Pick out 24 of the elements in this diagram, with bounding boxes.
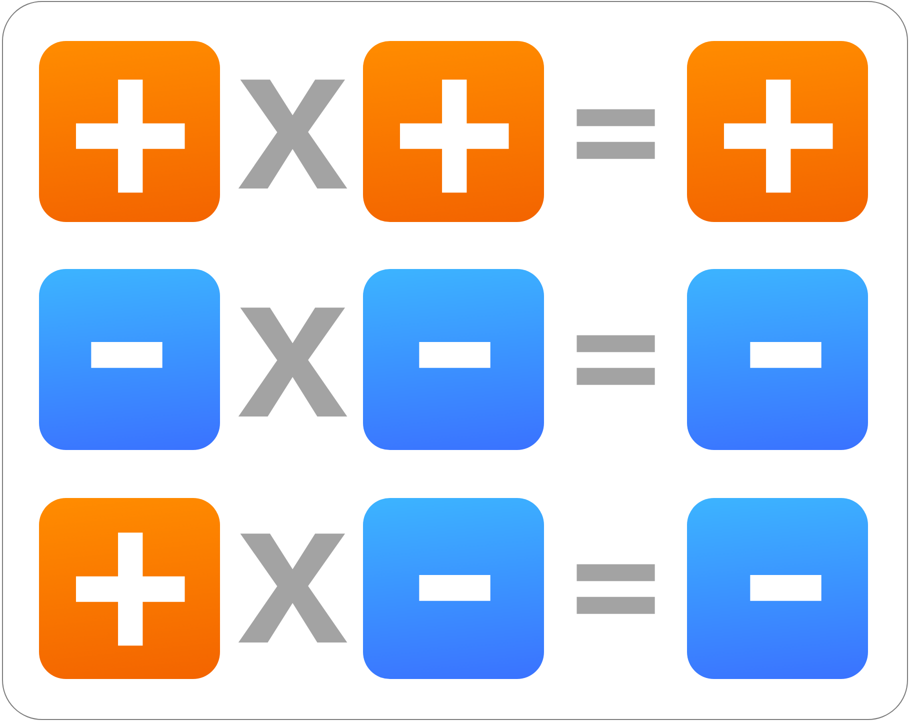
times-sign: x bbox=[238, 79, 348, 188]
sign-tile bbox=[363, 41, 544, 222]
sign-symbol: + bbox=[722, 78, 832, 192]
sign-symbol: + bbox=[398, 78, 508, 192]
sign-tile bbox=[363, 498, 544, 679]
equals-sign: = bbox=[576, 563, 656, 614]
equals-sign: = bbox=[576, 334, 656, 386]
sign-symbol: − bbox=[749, 341, 821, 368]
sign-tile bbox=[363, 269, 544, 450]
sign-symbol: − bbox=[418, 574, 490, 601]
sign-tile bbox=[687, 41, 868, 222]
equals-sign: = bbox=[576, 108, 656, 160]
times-sign: x bbox=[238, 308, 348, 416]
sign-tile bbox=[39, 498, 220, 679]
sign-symbol: − bbox=[418, 341, 490, 368]
sign-tile bbox=[39, 269, 220, 450]
sign-tile bbox=[39, 41, 220, 222]
sign-symbol: + bbox=[74, 531, 184, 645]
sign-tile bbox=[687, 498, 868, 679]
times-sign: x bbox=[238, 534, 348, 643]
sign-symbol: − bbox=[749, 574, 821, 601]
sign-symbol: + bbox=[74, 78, 184, 192]
sign-tile bbox=[687, 269, 868, 450]
sign-symbol: − bbox=[90, 341, 162, 368]
